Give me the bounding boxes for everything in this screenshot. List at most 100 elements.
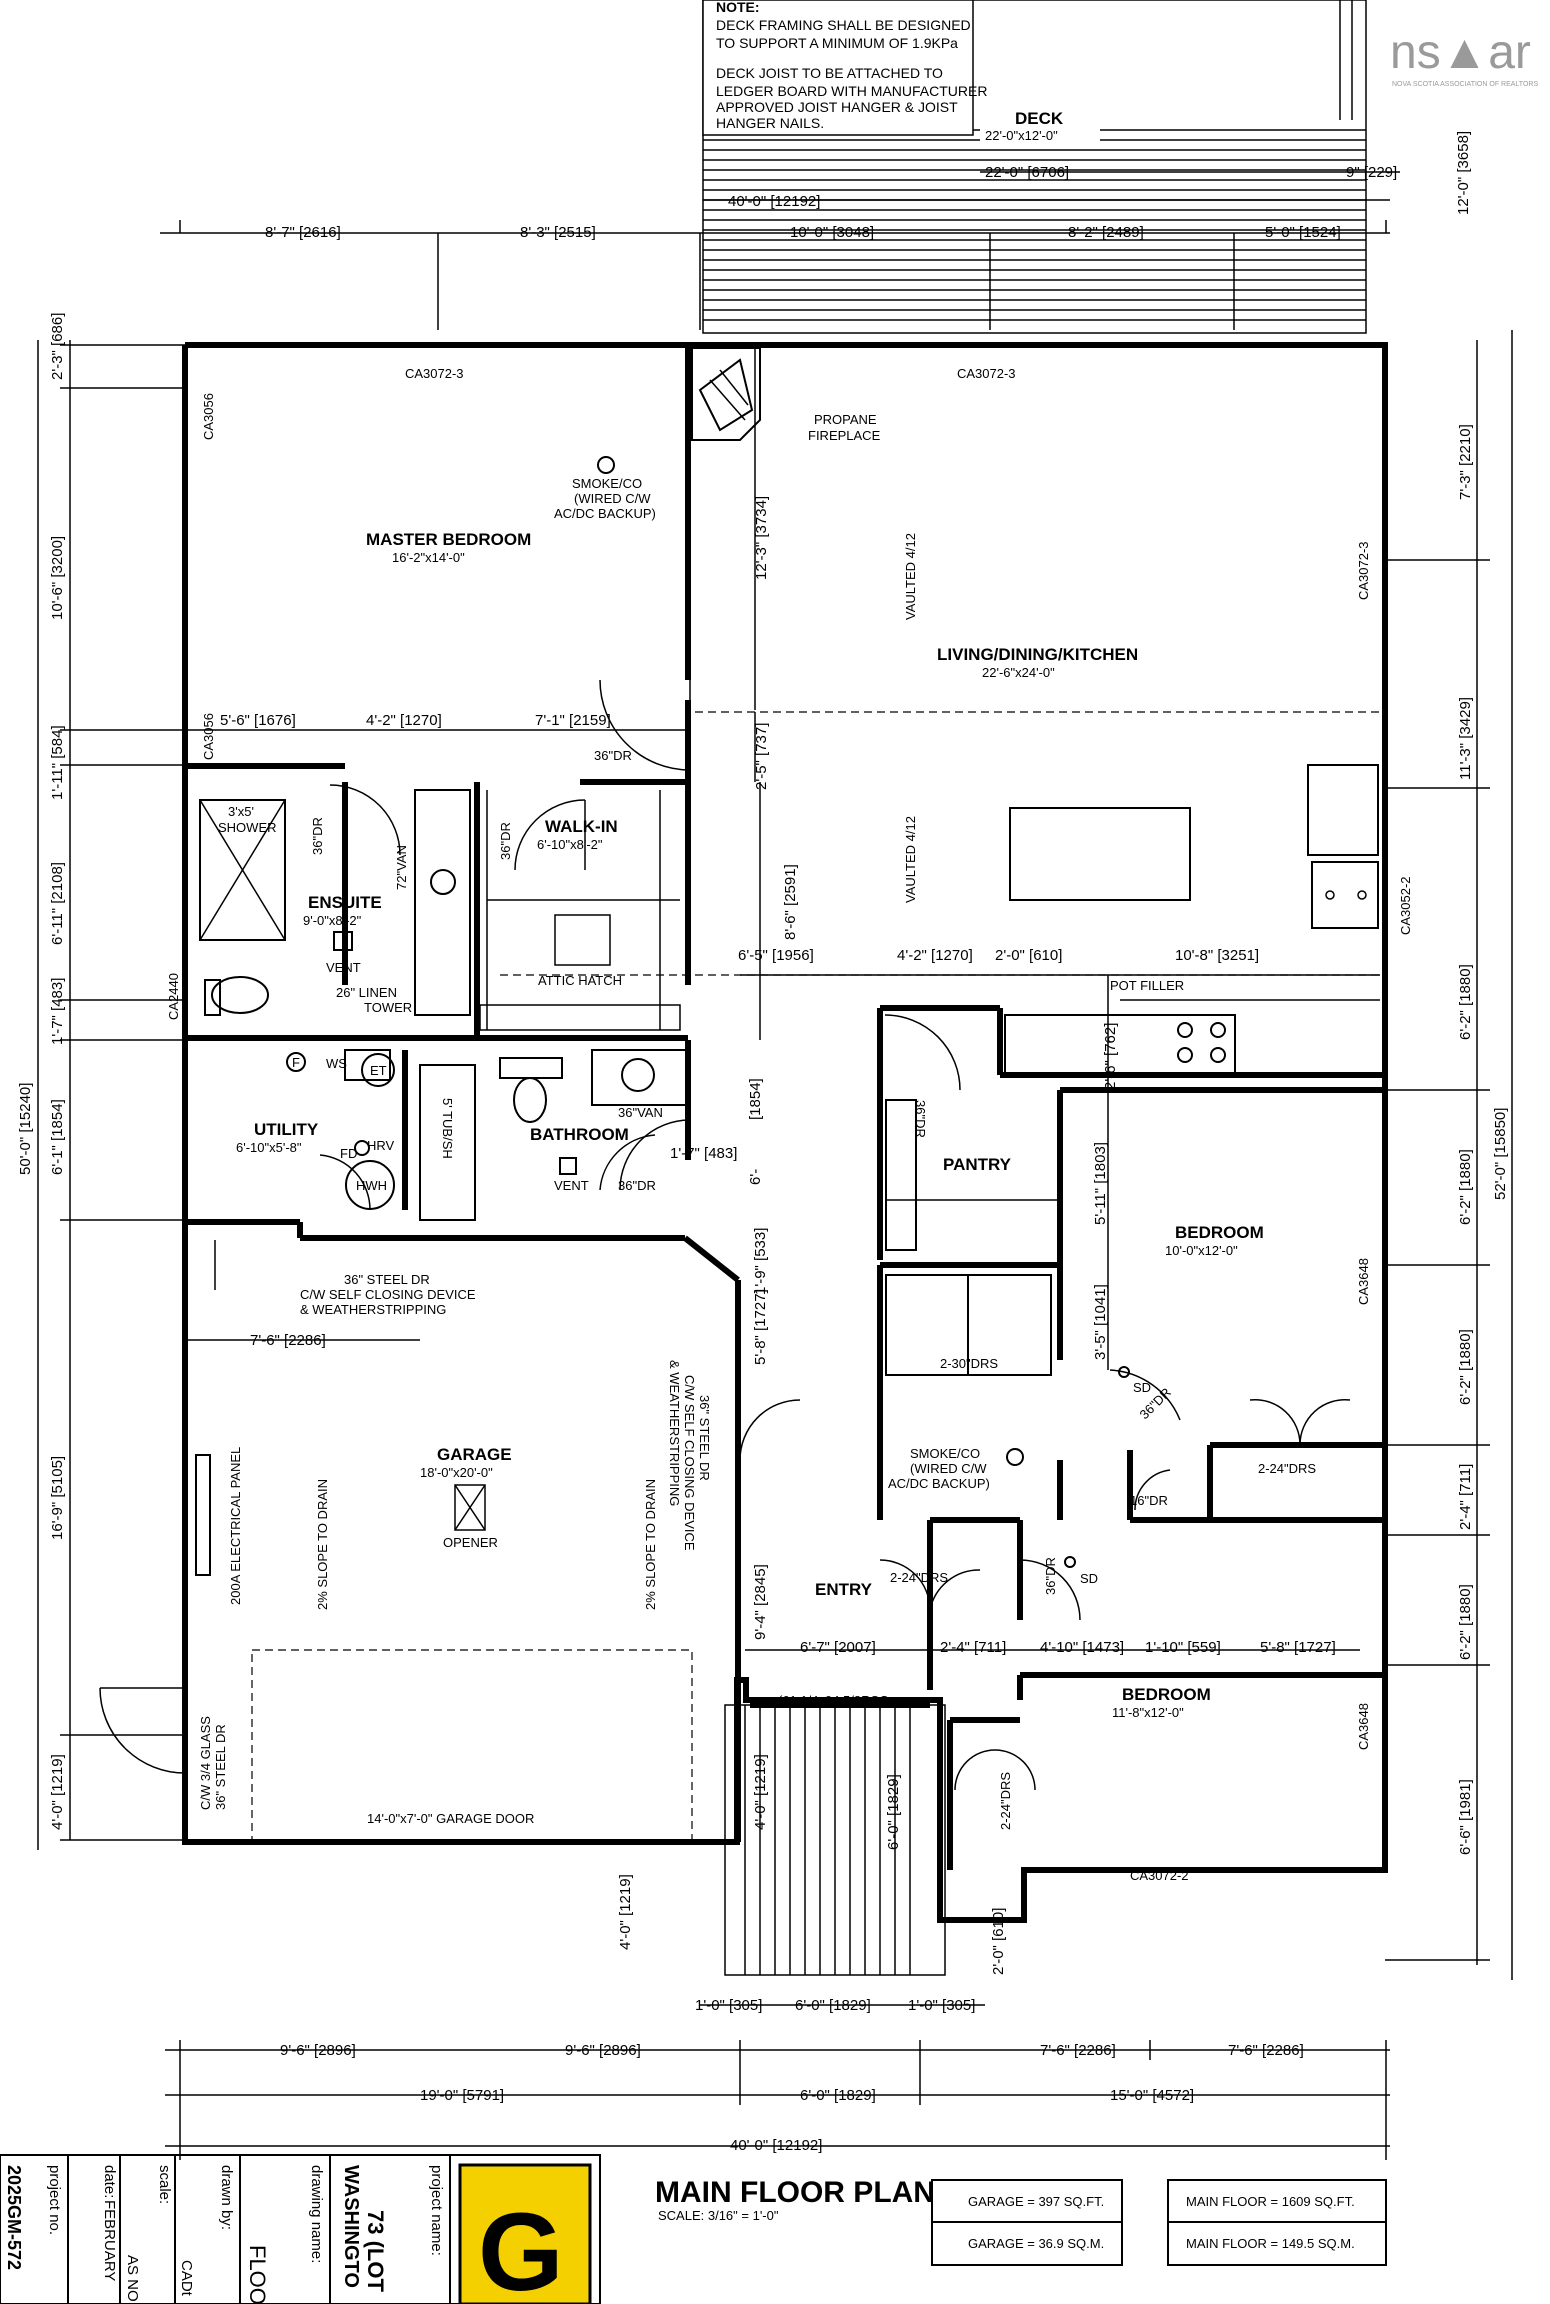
door-swings	[319, 679, 1351, 1791]
sd-icon	[1118, 1366, 1130, 1378]
note: 36"DR	[1043, 1557, 1058, 1595]
note: (WIRED C/W	[574, 491, 651, 506]
vent-icon	[333, 931, 353, 951]
dim-label: 9'-6" [2896]	[280, 2042, 356, 2059]
window-label: CA3072-2	[1130, 1868, 1189, 1883]
room-name: UTILITY	[254, 1120, 319, 1139]
title-value: AS NO	[124, 2255, 141, 2302]
window-label: CA3072-3	[405, 366, 464, 381]
ensuite-fixtures	[199, 789, 471, 1016]
room-name: GARAGE	[437, 1445, 512, 1464]
room-name: WALK-IN	[545, 817, 618, 836]
dim-label: 5'-8" [1727]	[752, 1289, 769, 1365]
dim-label: 5'-6" [1676]	[220, 712, 296, 729]
sd-icon	[1064, 1556, 1076, 1568]
area-table: GARAGE = 397 SQ.FT. GARAGE = 36.9 SQ.M. …	[931, 2179, 1387, 2266]
shower	[199, 799, 286, 941]
note: VENT	[326, 960, 361, 975]
title-value: FLOOR	[245, 2245, 270, 2304]
association-logo: ns▲ar NOVA SCOTIA ASSOCIATION OF REALTOR…	[1390, 26, 1538, 88]
dim-label: 6'-6" [1981]	[1457, 1779, 1474, 1855]
dim-label: 7'-6" [2286]	[1228, 2042, 1304, 2059]
note: C/W SELF CLOSING DEVICE	[300, 1287, 476, 1302]
note: AC/DC BACKUP)	[554, 506, 656, 521]
window-label: CA3072-3	[957, 366, 1016, 381]
note: 36"DR	[310, 817, 325, 855]
note: POT FILLER	[1110, 978, 1184, 993]
deck-note-line: DECK JOIST TO BE ATTACHED TO	[716, 65, 943, 81]
deck-note-line: APPROVED JOIST HANGER & JOIST	[716, 99, 958, 115]
note: 36" STEEL DR	[344, 1272, 430, 1287]
note: 36"DR	[618, 1178, 656, 1193]
dim-label: 6'-7" [2007]	[800, 1639, 876, 1656]
note: 2% SLOPE TO DRAIN	[315, 1479, 330, 1610]
dim-label: 9'-6" [2896]	[565, 2042, 641, 2059]
note: C/W 3/4 GLASS	[198, 1716, 213, 1810]
dim-label: 6'-11" [2108]	[49, 862, 66, 945]
logo-caption: NOVA SCOTIA ASSOCIATION OF REALTORS	[1392, 81, 1538, 88]
window-label: CA3056	[201, 393, 216, 440]
dim-label: 2'-0" [610]	[995, 947, 1062, 964]
room-name: ENSUITE	[308, 893, 382, 912]
title-label: project no.	[46, 2165, 63, 2235]
utility-bath-fixtures	[286, 1049, 688, 1221]
title-value: FEBRUARY	[101, 2200, 118, 2281]
dim-label: 4'-0" [1219]	[49, 1754, 66, 1830]
dim-label: [1854]	[747, 1078, 764, 1120]
note: 36"VAN	[618, 1105, 663, 1120]
note: HWH	[356, 1178, 387, 1193]
note: WS	[326, 1056, 347, 1071]
note: FIREPLACE	[808, 428, 881, 443]
dim-label: 4'-2" [1270]	[366, 712, 442, 729]
title-value: 2025GM-572	[4, 2165, 24, 2270]
pantry-fixtures	[885, 1099, 1060, 1376]
note: 36"DR	[913, 1100, 928, 1138]
dim-label: 10'-6" [3200]	[49, 536, 66, 620]
note: 36"DR	[498, 822, 513, 860]
dim-label: 52'-0" [15850]	[1492, 1108, 1509, 1200]
interior-walls	[185, 345, 1385, 1870]
note: (61 1/4x94 5/8RSO	[778, 1693, 889, 1708]
dim-label: 6'-	[747, 1169, 764, 1185]
dim-label: 2'-3" [686]	[49, 313, 66, 380]
room-size: 18'-0"x20'-0"	[420, 1465, 493, 1480]
title-label: date:	[101, 2165, 118, 2198]
dim-label: 8'-3" [2515]	[520, 224, 596, 241]
note: 14'-0"x7'-0" GARAGE DOOR	[367, 1811, 534, 1826]
garage-fixtures	[99, 1240, 693, 1841]
room-name: PANTRY	[943, 1155, 1012, 1174]
room-name: BATHROOM	[530, 1125, 629, 1144]
title-label: project name:	[428, 2165, 445, 2256]
dim-label: 7'-3" [2210]	[1457, 424, 1474, 500]
note: FD	[340, 1146, 357, 1161]
dim-label: 8'-6" [2591]	[782, 864, 799, 940]
note: ET	[370, 1063, 387, 1078]
detectors	[597, 456, 1130, 1568]
dim-label: 6'-1" [1854]	[49, 1099, 66, 1175]
room-name: ENTRY	[815, 1580, 873, 1599]
dim-label: 10'-0" [3048]	[790, 224, 874, 241]
dim-label: 16'-9" [5105]	[49, 1456, 66, 1540]
note: 200A ELECTRICAL PANEL	[228, 1447, 243, 1605]
dim-label: 40'-0" [12192]	[730, 2137, 822, 2154]
front-steps	[724, 1704, 946, 1976]
room-name: BEDROOM	[1175, 1223, 1264, 1242]
dim-label: 8'-7" [2616]	[265, 224, 341, 241]
dim-label: 2'-6" [762]	[1102, 1023, 1119, 1090]
dim-label: 10'-8" [3251]	[1175, 947, 1259, 964]
smoke-detector-icon	[1006, 1448, 1024, 1466]
vault-lines	[500, 711, 1380, 976]
bathtub	[419, 1064, 476, 1221]
vent-icon	[559, 1157, 577, 1175]
deck-note-line: LEDGER BOARD WITH MANUFACTURER	[716, 83, 987, 99]
dim-label: 9'-4" [2845]	[752, 1564, 769, 1640]
note: HRV	[367, 1138, 395, 1153]
area-value: MAIN FLOOR = 149.5 SQ.M.	[1186, 2236, 1355, 2251]
room-size: 6'-10"x5'-8"	[236, 1140, 302, 1155]
room-name: MASTER BEDROOM	[366, 530, 531, 549]
dim-label: 4'-10" [1473]	[1040, 1639, 1124, 1656]
window-label: CA3052-2	[1398, 876, 1413, 935]
note: SHOWER	[218, 820, 277, 835]
bottom-dimensions	[165, 2004, 1390, 2160]
